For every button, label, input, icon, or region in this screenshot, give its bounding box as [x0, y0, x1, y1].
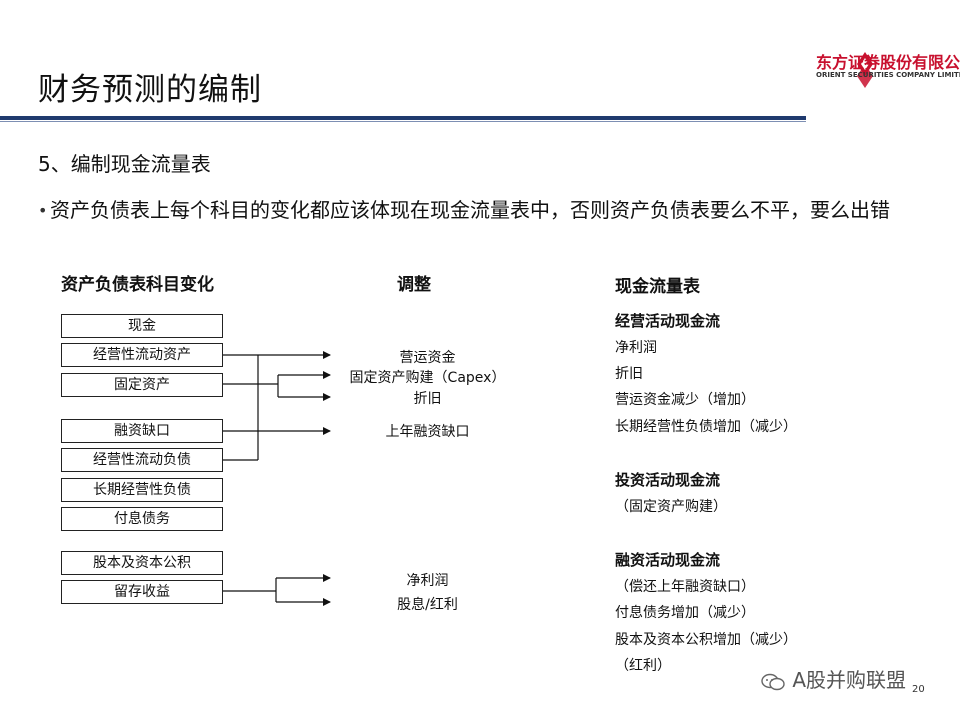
box-retained-earnings: 留存收益 [61, 580, 223, 604]
logo-name-cn: 东方证券股份有限公司 [816, 53, 960, 72]
bullet-point: •资产负债表上每个科目的变化都应该体现在现金流量表中，否则资产负债表要么不平，要… [38, 196, 908, 225]
title-divider [0, 116, 806, 120]
cf-financing-title: 融资活动现金流 [615, 551, 721, 569]
cf-financing-item: （红利） [615, 658, 671, 674]
chat-bubbles-icon [761, 673, 785, 690]
column-heading-balance-sheet: 资产负债表科目变化 [61, 275, 214, 295]
box-long-term-operating-liabilities: 长期经营性负债 [61, 478, 223, 502]
cf-investing-title: 投资活动现金流 [615, 471, 721, 489]
column-heading-cash-flow: 现金流量表 [615, 277, 700, 297]
page-number: 20 [912, 684, 925, 695]
adjustment-dividends: 股息/红利 [397, 597, 458, 613]
watermark-text: A股并购联盟 [792, 668, 907, 692]
adjustment-prior-financing-gap: 上年融资缺口 [385, 424, 470, 440]
cf-operating-item: 净利润 [615, 340, 657, 356]
cf-operating-item: 长期经营性负债增加（减少） [615, 419, 797, 435]
box-fixed-assets: 固定资产 [61, 373, 223, 397]
column-heading-adjustment: 调整 [397, 275, 431, 295]
adjustment-working-capital: 营运资金 [399, 350, 456, 366]
cf-financing-item: （偿还上年融资缺口） [615, 579, 755, 595]
cf-operating-title: 经营活动现金流 [615, 312, 721, 330]
box-operating-current-liabilities: 经营性流动负债 [61, 448, 223, 472]
watermark: A股并购联盟 [760, 664, 906, 693]
cf-investing-item: （固定资产购建） [615, 499, 727, 515]
title-divider-thin [0, 121, 806, 122]
cf-operating-item: 营运资金减少（增加） [615, 392, 755, 408]
box-financing-gap: 融资缺口 [61, 419, 223, 443]
cf-financing-item: 股本及资本公积增加（减少） [615, 632, 797, 648]
bullet-text: 资产负债表上每个科目的变化都应该体现在现金流量表中，否则资产负债表要么不平，要么… [50, 198, 890, 222]
cf-operating-item: 折旧 [615, 366, 643, 382]
logo-mark-icon [857, 52, 873, 88]
adjustment-capex: 固定资产购建（Capex） [349, 370, 506, 386]
logo-name-en: ORIENT SECURITIES COMPANY LIMITED [816, 71, 960, 79]
box-operating-current-assets: 经营性流动资产 [61, 343, 223, 367]
box-cash: 现金 [61, 314, 223, 338]
page-title: 财务预测的编制 [38, 72, 262, 108]
adjustment-depreciation: 折旧 [413, 391, 442, 407]
box-share-capital: 股本及资本公积 [61, 551, 223, 575]
bullet-icon: • [38, 201, 48, 220]
cf-financing-item: 付息债务增加（减少） [615, 605, 755, 621]
section-heading: 5、编制现金流量表 [38, 152, 211, 176]
adjustment-net-income: 净利润 [406, 573, 449, 589]
box-interest-bearing-debt: 付息债务 [61, 507, 223, 531]
